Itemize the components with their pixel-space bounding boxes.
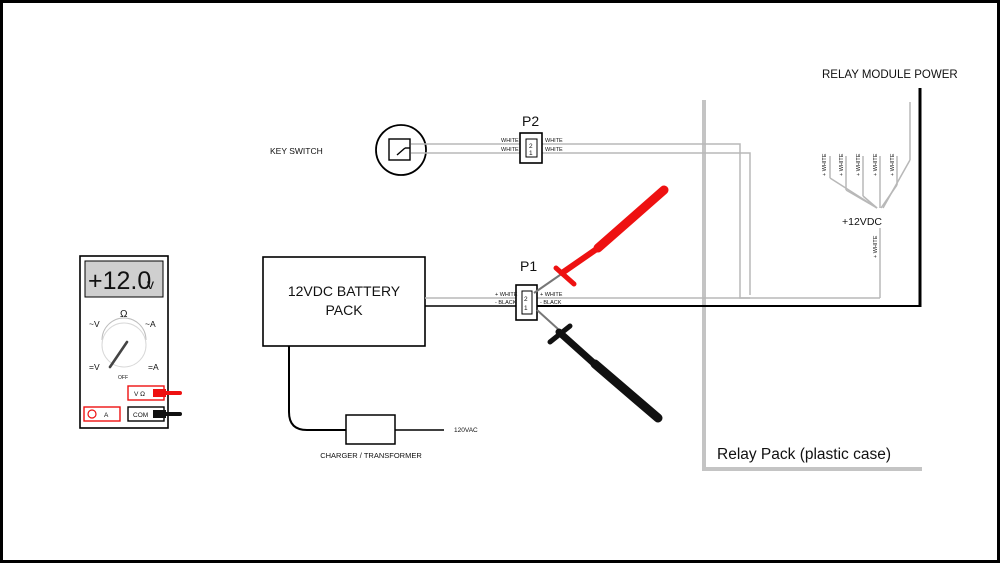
p1-left-top-label: + WHITE [495,292,518,298]
charger-label: CHARGER / TRANSFORMER [320,451,422,460]
relay-module-power-label: RELAY MODULE POWER [822,69,958,81]
red-lead-plug [153,389,166,397]
p2-left-bottom-label: WHITE [501,147,519,153]
p2-pin-bottom: 1 [529,150,533,157]
p1-pin-bottom: 1 [524,305,528,312]
relay-tap-label: + WHITE [873,153,879,176]
relay-feed-label: + WHITE [873,235,879,258]
relay-tap-label: + WHITE [822,153,828,176]
ac-input-label: 120VAC [454,427,478,434]
jack-amps-label: A [104,412,109,419]
dial-dc-amps: =A [148,362,159,372]
p1-label: P1 [520,258,537,274]
key-switch [375,124,427,176]
p1-right-top-label: + WHITE [540,292,563,298]
p1-connector [515,284,538,321]
jack-v-ohm-label: V Ω [134,391,145,398]
battery-label-line1: 12VDC BATTERY [288,283,401,299]
dial-ac-amps: ~A [145,319,156,329]
relay-power-taps [829,102,911,298]
p1-wire-labels: + WHITE - BLACK + WHITE - BLACK [495,292,563,306]
p2-right-bottom-label: WHITE [545,147,563,153]
bus-voltage-label: +12VDC [842,216,882,228]
black-lead-plug [153,410,166,418]
battery-pack [262,256,426,347]
p1-pin-top: 2 [524,296,528,303]
dial-off-label: OFF [118,375,128,381]
red-probe[interactable] [533,185,669,294]
p2-label: P2 [522,113,539,129]
p1-right-bottom-label: - BLACK [540,300,562,306]
p2-wires [411,143,880,299]
black-probe[interactable] [536,309,663,423]
key-switch-label: KEY SWITCH [270,146,323,156]
charger-transformer [345,414,396,445]
multimeter: +12.0 v Ω OFF ~V ~A =V =A V Ω COM A [79,255,182,429]
charger-wire [288,346,346,431]
p1-left-bottom-label: - BLACK [495,300,517,306]
relay-pack-label: Relay Pack (plastic case) [717,446,891,463]
relay-pack-case [702,100,922,471]
dial-ohm-label: Ω [120,309,128,320]
relay-tap-label: + WHITE [856,153,862,176]
jack-com-label: COM [133,412,148,419]
dial-ac-volts: ~V [89,319,100,329]
multimeter-display [84,260,164,298]
p2-right-top-label: WHITE [545,138,563,144]
multimeter-dial[interactable] [101,317,147,369]
multimeter-unit: v [147,276,154,292]
p2-left-top-label: WHITE [501,138,519,144]
relay-tap-labels: + WHITE + WHITE + WHITE + WHITE + WHITE … [822,153,896,258]
dial-dc-volts: =V [89,362,100,372]
relay-tap-label: + WHITE [839,153,845,176]
battery-label-line2: PACK [325,302,363,318]
p2-wire-labels: WHITE WHITE WHITE WHITE [501,138,563,153]
p2-connector [519,132,543,164]
p2-pin-top: 2 [529,143,533,150]
relay-tap-label: + WHITE [890,153,896,176]
jack-amps-socket [87,409,97,419]
multimeter-reading: +12.0 [88,267,151,295]
